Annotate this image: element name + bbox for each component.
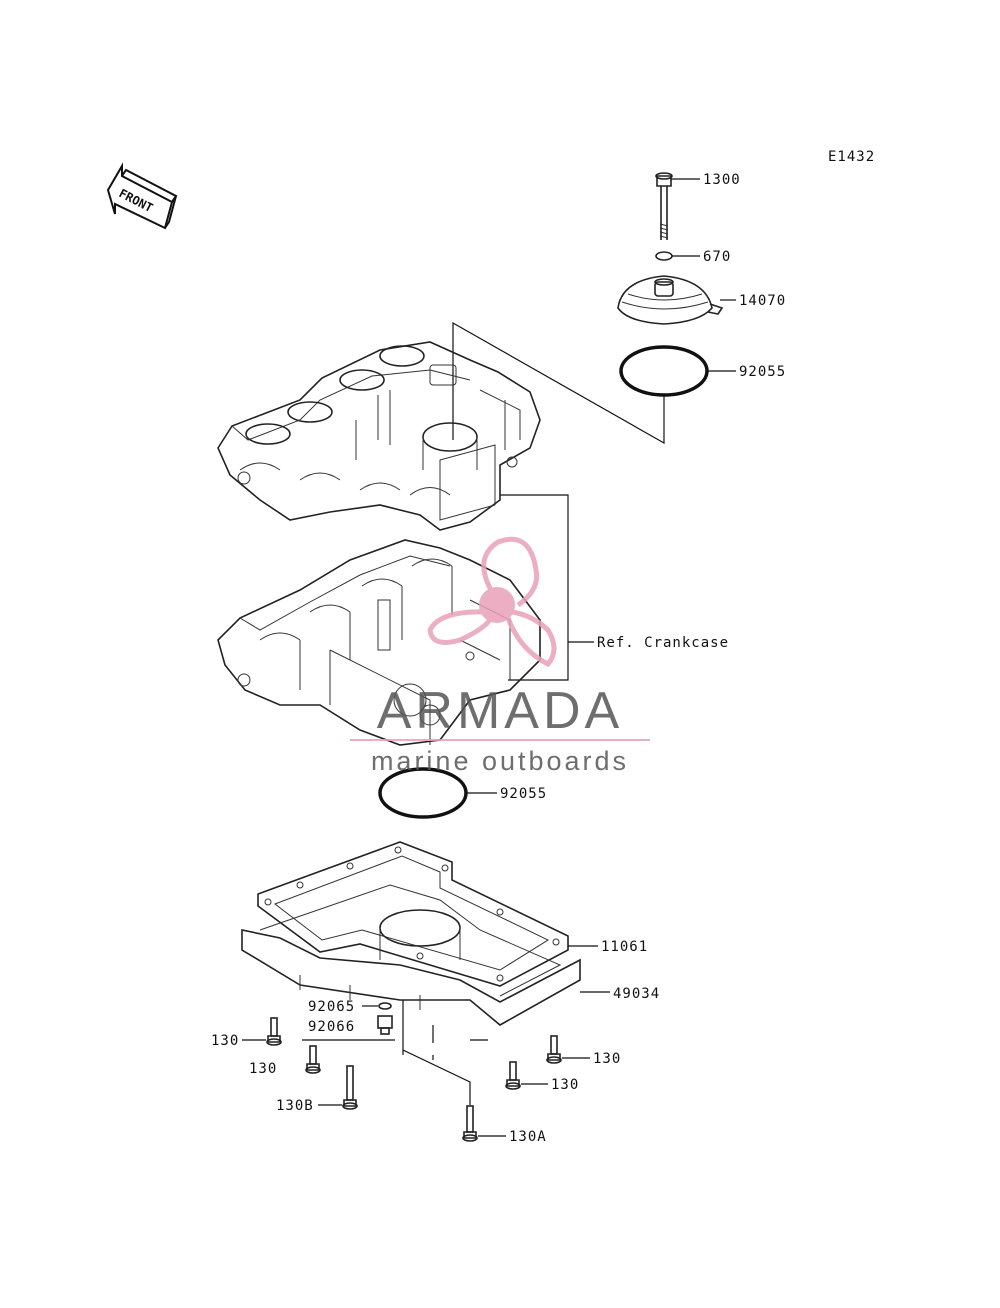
watermark-brand: ARMADA	[377, 682, 623, 740]
label-14070: 14070	[739, 293, 786, 309]
assembly-guide-dashes	[402, 1025, 490, 1060]
front-arrow-icon: FRONT	[106, 162, 178, 230]
label-130-b: 130	[249, 1061, 277, 1077]
label-92055-bottom: 92055	[500, 786, 547, 802]
propeller-icon	[427, 536, 557, 668]
lower-crankcase-icon	[217, 539, 541, 746]
label-92055-top: 92055	[739, 364, 786, 380]
label-11061: 11061	[601, 939, 648, 955]
label-49034: 49034	[613, 986, 660, 1002]
assembly-guide-center	[402, 1000, 471, 1105]
watermark-tagline: marine outboards	[371, 746, 629, 776]
bolt-130-a-icon	[266, 1017, 282, 1046]
bolt-130-b-icon	[305, 1045, 321, 1074]
drain-plug-92066-icon	[377, 1015, 393, 1035]
label-130b: 130B	[276, 1098, 314, 1114]
cover-14070-icon	[617, 275, 724, 325]
label-130-c: 130	[593, 1051, 621, 1067]
label-130-d: 130	[551, 1077, 579, 1093]
bolt-1300-icon	[655, 172, 673, 240]
label-130-a: 130	[211, 1033, 239, 1049]
oilpan-49034-icon	[241, 884, 581, 1026]
bolt-130-d-icon	[505, 1061, 521, 1090]
oring-670-icon	[655, 251, 673, 261]
crankcase-bracket	[500, 494, 569, 681]
upper-crankcase-icon	[217, 341, 541, 531]
oring-92055-bottom-icon	[378, 767, 468, 819]
oring-92055-top-icon	[619, 345, 709, 397]
washer-92065-icon	[378, 1002, 392, 1010]
label-130a: 130A	[509, 1129, 547, 1145]
label-670: 670	[703, 249, 731, 265]
label-92066: 92066	[308, 1019, 355, 1035]
bolt-130b-icon	[342, 1065, 358, 1110]
diagram-code: E1432	[828, 149, 875, 165]
watermark-logo: ARMADA marine outboards	[350, 536, 650, 776]
assembly-guide-top	[452, 321, 665, 445]
bolt-130a-icon	[462, 1105, 478, 1142]
label-92065: 92065	[308, 999, 355, 1015]
label-ref-crankcase: Ref. Crankcase	[597, 635, 729, 651]
bolt-130-c-icon	[546, 1035, 562, 1064]
gasket-11061-icon	[257, 841, 569, 987]
label-1300: 1300	[703, 172, 741, 188]
